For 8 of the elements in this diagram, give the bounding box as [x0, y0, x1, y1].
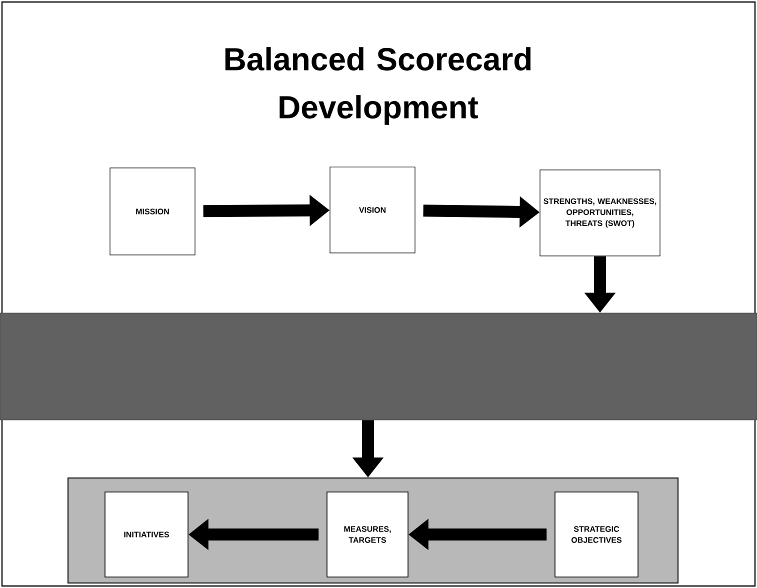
process-box: VISION	[330, 166, 416, 254]
process-box: MEASURES, TARGETS	[326, 492, 408, 578]
process-box: INITIATIVES	[104, 492, 188, 578]
process-box: MISSION	[110, 168, 196, 256]
process-box: STRATEGIC OBJECTIVES	[554, 492, 638, 578]
process-box: STRENGTHS, WEAKNESSES, OPPORTUNITIES, THREATS (SWOT)	[540, 170, 660, 256]
band	[0, 312, 757, 420]
title: Balanced Scorecard Development	[225, 47, 531, 125]
